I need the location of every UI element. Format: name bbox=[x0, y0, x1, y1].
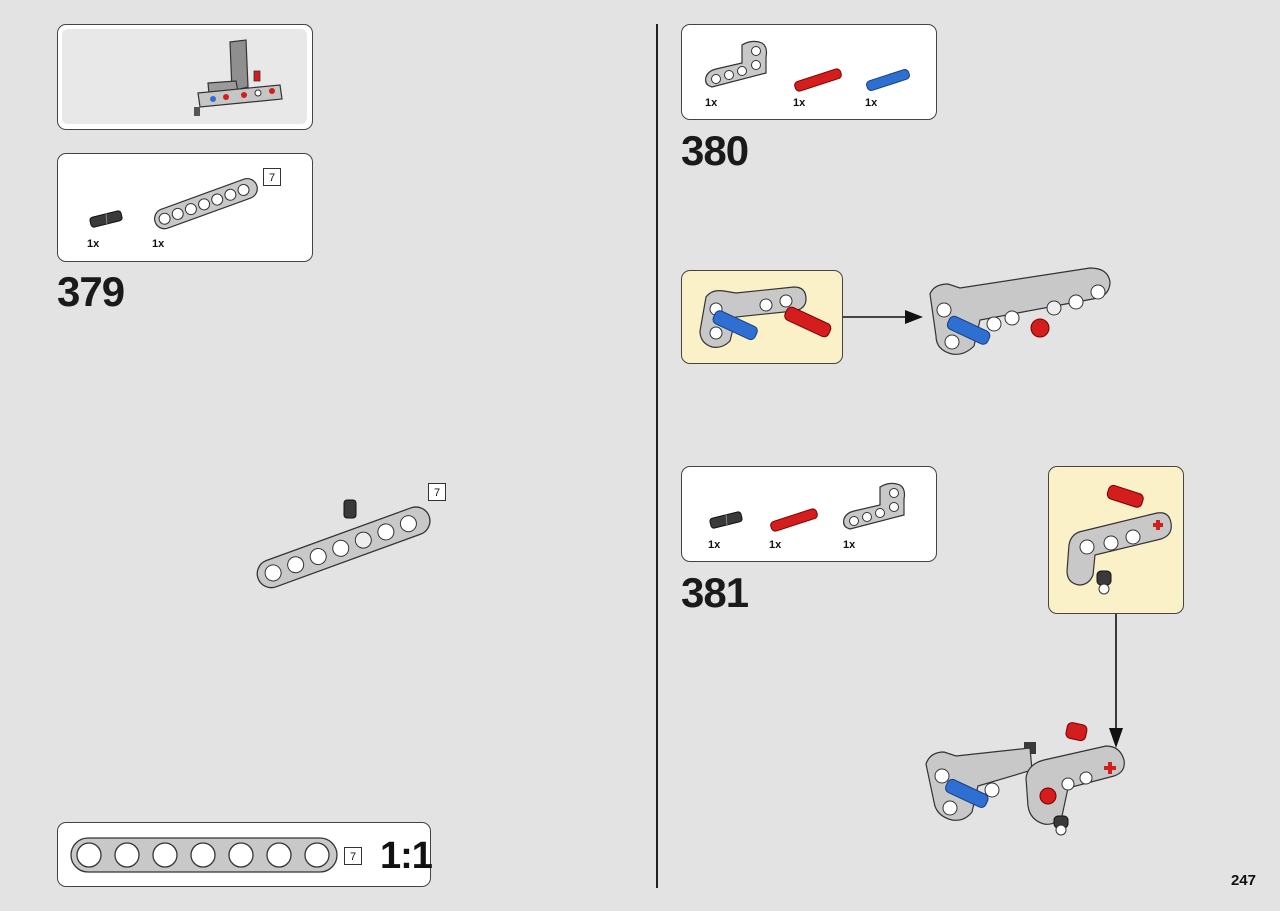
black-pin-icon bbox=[709, 511, 743, 529]
page-divider bbox=[656, 24, 658, 888]
step-380-callout bbox=[681, 270, 843, 364]
beam-length-badge: 7 bbox=[263, 168, 281, 186]
arrow-down-icon bbox=[1109, 614, 1123, 748]
step-379-parts-panel: 1x 1x 7 bbox=[57, 153, 313, 262]
callout-assembly-image bbox=[1066, 484, 1172, 595]
part-qty: 1x bbox=[793, 97, 806, 109]
part-qty: 1x bbox=[708, 539, 721, 551]
black-pin-icon bbox=[89, 210, 123, 228]
step-380-model-image bbox=[929, 267, 1111, 355]
step-number: 380 bbox=[681, 127, 749, 174]
beam-length-badge: 7 bbox=[344, 847, 362, 865]
arrow-right-icon bbox=[843, 310, 923, 324]
part-qty: 1x bbox=[152, 238, 165, 250]
l-beam-icon bbox=[705, 40, 768, 88]
step-number: 381 bbox=[681, 569, 749, 616]
part-qty: 1x bbox=[843, 539, 856, 551]
beam-length-badge: 7 bbox=[428, 483, 446, 501]
part-qty: 1x bbox=[705, 97, 718, 109]
step-381-callout bbox=[1048, 466, 1184, 614]
beam-ruler-image bbox=[70, 837, 338, 873]
red-axle-pin-icon bbox=[794, 68, 842, 92]
part-qty: 1x bbox=[865, 97, 878, 109]
part-qty: 1x bbox=[87, 238, 100, 250]
submodel-preview-image bbox=[194, 39, 283, 116]
step-number: 379 bbox=[57, 268, 125, 315]
step-379-model-image bbox=[256, 499, 431, 589]
blue-axle-pin-icon bbox=[866, 68, 910, 92]
page-number: 247 bbox=[1230, 872, 1256, 889]
callout-assembly-image bbox=[699, 286, 832, 348]
step-381-model-image bbox=[925, 722, 1125, 836]
beam-7-icon bbox=[153, 178, 258, 230]
scale-ruler-panel: 7 1:1 bbox=[57, 822, 433, 887]
submodel-preview-panel bbox=[57, 24, 313, 130]
red-axle-pin-icon bbox=[770, 508, 818, 532]
scale-label: 1:1 bbox=[380, 835, 433, 877]
step-380-parts-panel: 1x 1x 1x bbox=[681, 24, 937, 120]
part-qty: 1x bbox=[769, 539, 782, 551]
l-beam-icon bbox=[843, 482, 906, 530]
step-381-parts-panel: 1x 1x 1x bbox=[681, 466, 937, 562]
